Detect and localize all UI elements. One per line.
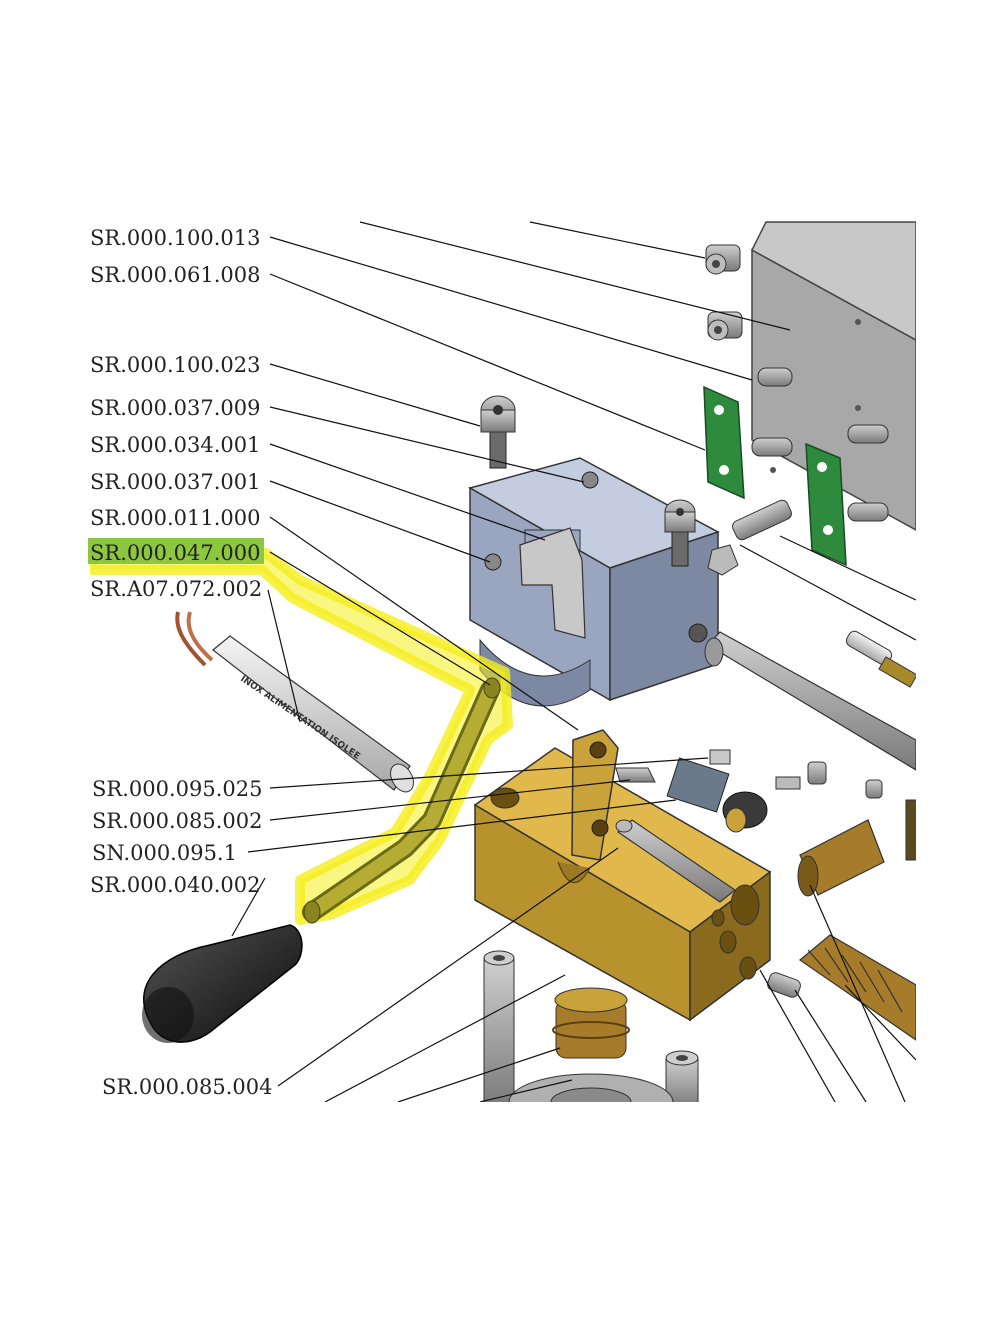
leader-c13 bbox=[231, 877, 266, 937]
link-arm bbox=[571, 729, 619, 861]
steel-pin bbox=[615, 819, 737, 903]
leader-bottom-f bbox=[809, 884, 906, 1102]
gaskets bbox=[703, 385, 847, 567]
leader-c5 bbox=[269, 443, 546, 541]
callout-label: SR.000.085.002 bbox=[92, 809, 262, 833]
steel-block bbox=[468, 457, 720, 707]
leader-bottom-e bbox=[794, 989, 867, 1102]
leader-c3 bbox=[269, 363, 481, 427]
leader-right-b bbox=[779, 535, 916, 601]
callout-label: SR.000.100.023 bbox=[90, 353, 260, 377]
leader-top-b bbox=[529, 221, 706, 259]
callout-label: SR.000.095.025 bbox=[92, 777, 262, 801]
callout-label: SR.000.100.013 bbox=[90, 226, 260, 250]
leader-c1 bbox=[269, 236, 753, 381]
leader-c8 bbox=[269, 551, 491, 686]
callout-highlight bbox=[88, 538, 264, 564]
callout-label-highlighted: SR.000.047.000 bbox=[90, 541, 260, 565]
small-pins bbox=[845, 630, 916, 688]
cap-screws bbox=[480, 395, 696, 571]
handle-knob bbox=[142, 924, 303, 1043]
callout-label: SR.000.037.009 bbox=[90, 396, 260, 420]
leader-bottom-b bbox=[397, 1047, 561, 1102]
leader-c10 bbox=[269, 757, 709, 789]
side-screw bbox=[707, 499, 792, 576]
callout-labels: SR.000.100.013 SR.000.061.008 SR.000.100… bbox=[90, 226, 272, 1099]
mounting-plate bbox=[751, 221, 916, 531]
brass-fitting bbox=[797, 799, 916, 897]
leader-c4 bbox=[269, 406, 585, 483]
leader-c6 bbox=[269, 480, 491, 563]
callout-label: SN.000.095.1 bbox=[92, 841, 237, 865]
callout-label: SR.000.037.001 bbox=[90, 470, 260, 494]
callout-label: SR.000.061.008 bbox=[90, 263, 260, 287]
leader-bottom-g bbox=[844, 984, 916, 1061]
spring bbox=[799, 934, 916, 1041]
callout-label: SR.000.085.004 bbox=[102, 1075, 272, 1099]
leader-c7 bbox=[269, 516, 579, 731]
callout-label: SR.000.040.002 bbox=[90, 873, 260, 897]
leader-bottom-a bbox=[324, 974, 566, 1102]
callout-label: SR.000.011.000 bbox=[90, 506, 260, 530]
leader-c9 bbox=[267, 589, 301, 723]
leader-c11 bbox=[269, 779, 631, 821]
leader-bottom-c bbox=[479, 1079, 573, 1102]
callout-label: SR.A07.072.002 bbox=[90, 577, 262, 601]
side-small-screw bbox=[767, 972, 801, 998]
lower-assembly bbox=[483, 950, 699, 1102]
leader-top-a bbox=[359, 221, 791, 331]
thermostat-parts bbox=[615, 749, 883, 833]
leader-lines bbox=[231, 221, 916, 1102]
leader-bottom-d bbox=[759, 969, 836, 1102]
lever-rod bbox=[302, 677, 501, 924]
leader-right-a bbox=[739, 544, 916, 641]
long-rod bbox=[704, 631, 916, 771]
leader-c12 bbox=[247, 799, 677, 853]
leader-c14 bbox=[277, 847, 619, 1087]
leader-c2 bbox=[269, 273, 706, 451]
callout-label: SR.000.034.001 bbox=[90, 433, 260, 457]
plate-screws bbox=[705, 244, 889, 522]
